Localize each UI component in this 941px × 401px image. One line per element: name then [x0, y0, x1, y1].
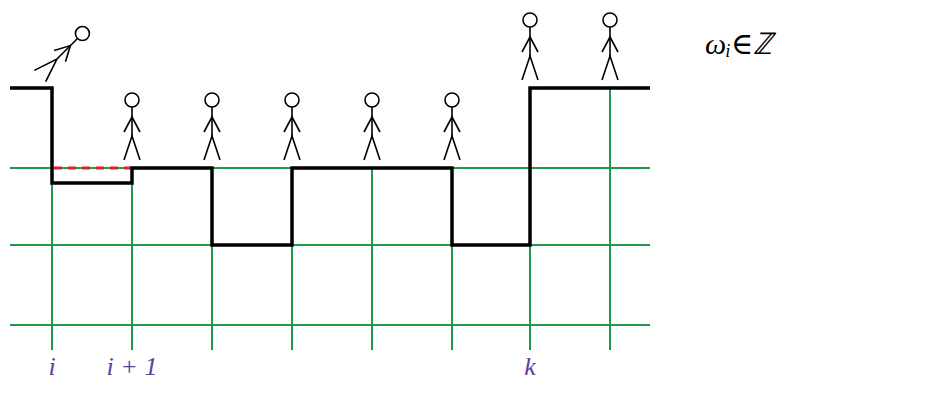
grid-line	[131, 168, 133, 350]
stick-figure	[444, 93, 460, 160]
grid-line	[10, 324, 650, 326]
site-label: k	[524, 352, 536, 382]
stick-figure	[364, 93, 380, 160]
stick-figure	[602, 13, 618, 80]
stick-figure	[284, 93, 300, 160]
stick-figure	[204, 93, 220, 160]
height-profile	[10, 88, 650, 245]
grid-line	[51, 168, 53, 350]
site-label: i + 1	[107, 352, 158, 382]
stick-figure	[522, 13, 538, 80]
dashed-gap	[54, 167, 132, 170]
grid-line	[371, 168, 373, 350]
state-space-label: ωᵢ∈ℤ	[705, 22, 772, 63]
stick-figure	[34, 23, 93, 82]
grid-line	[10, 244, 650, 246]
stick-figure	[124, 93, 140, 160]
grid-line	[609, 88, 611, 350]
site-label: i	[48, 352, 55, 382]
